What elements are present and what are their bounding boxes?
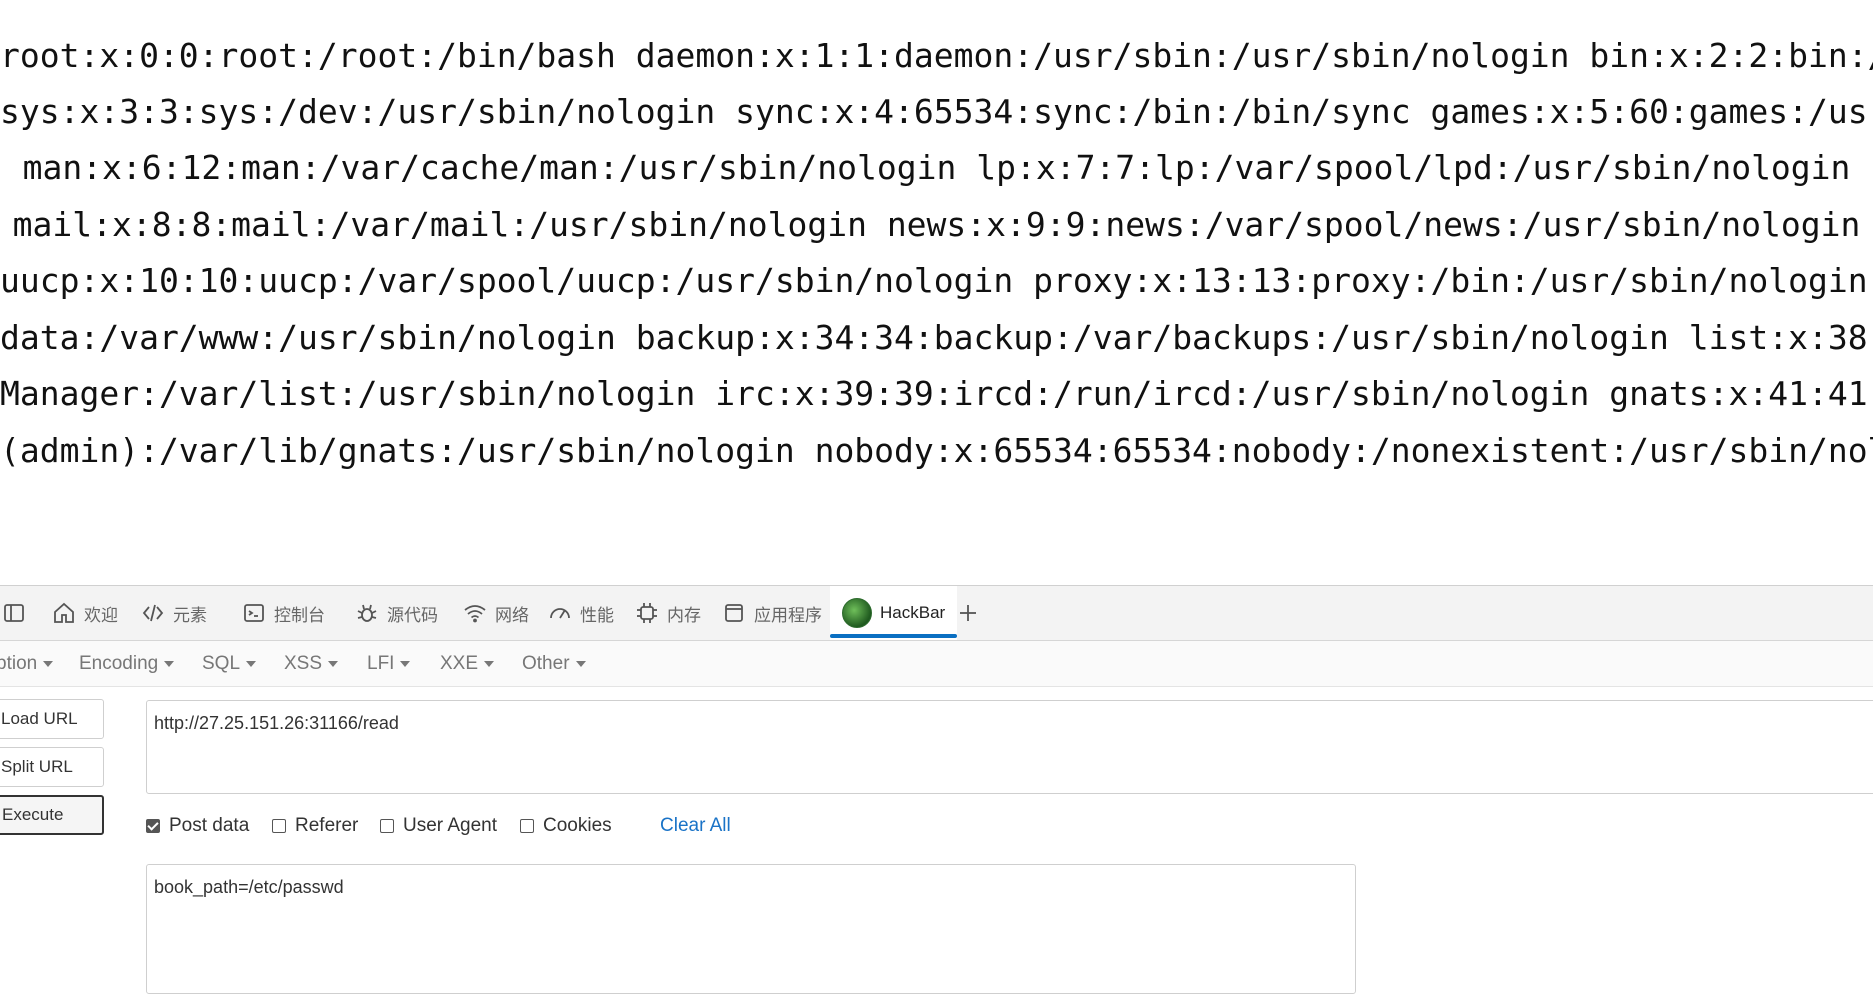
checkbox-label: User Agent — [403, 815, 497, 836]
hackbar-menubar: ption Encoding SQL XSS LFI XXE Other — [0, 641, 1873, 687]
passwd-line: (admin):/var/lib/gnats:/usr/sbin/nologin… — [0, 431, 1873, 470]
tab-console[interactable]: 控制台 — [242, 586, 325, 640]
checkbox-label: Post data — [169, 815, 250, 836]
tab-performance[interactable]: 性能 — [548, 586, 614, 640]
menu-sql[interactable]: SQL — [202, 641, 257, 686]
code-icon — [142, 604, 164, 622]
tab-label: 网络 — [495, 605, 529, 625]
passwd-line: root:x:0:0:root:/root:/bin/bash daemon:x… — [0, 36, 1873, 75]
tab-label: 欢迎 — [84, 605, 118, 625]
tab-elements[interactable]: 元素 — [141, 586, 207, 640]
chevron-down-icon — [328, 660, 339, 667]
bug-icon — [357, 604, 377, 622]
console-icon — [244, 604, 264, 622]
checkbox-label: Referer — [295, 815, 359, 836]
tab-welcome[interactable]: 欢迎 — [52, 586, 118, 640]
hackbar-logo-icon — [842, 598, 872, 628]
tab-hackbar[interactable]: HackBar — [830, 586, 958, 640]
checkbox-unchecked-icon — [272, 819, 286, 833]
passwd-line: man:x:6:12:man:/var/cache/man:/usr/sbin/… — [22, 148, 1851, 187]
checkbox-unchecked-icon — [380, 819, 394, 833]
tab-label: 内存 — [667, 605, 701, 625]
chip-icon — [637, 603, 657, 623]
passwd-line: mail:x:8:8:mail:/var/mail:/usr/sbin/nolo… — [12, 205, 1861, 244]
chevron-down-icon — [400, 660, 411, 667]
checkbox-checked-icon — [146, 819, 160, 833]
window-icon — [725, 604, 743, 622]
menu-label: Other — [522, 652, 570, 674]
tab-label: 源代码 — [387, 605, 438, 625]
menu-label: XXE — [440, 652, 479, 674]
devtools-tabbar: 欢迎 元素 控制台 源代码 网络 性能 内存 应用程序 — [0, 586, 1873, 641]
chevron-down-icon — [575, 660, 586, 667]
execute-button[interactable]: Execute — [0, 795, 104, 835]
gauge-icon — [550, 608, 570, 619]
menu-label: Encoding — [79, 652, 159, 674]
post-data-checkbox[interactable]: Post data — [146, 815, 249, 837]
tab-sources[interactable]: 源代码 — [355, 586, 438, 640]
user-agent-checkbox[interactable]: User Agent — [380, 815, 497, 837]
tab-label: HackBar — [880, 603, 946, 622]
url-input[interactable]: http://27.25.151.26:31166/read — [146, 700, 1873, 794]
passwd-line: uucp:x:10:10:uucp:/var/spool/uucp:/usr/s… — [0, 261, 1873, 300]
plus-icon — [960, 605, 976, 621]
passwd-line: sys:x:3:3:sys:/dev:/usr/sbin/nologin syn… — [0, 92, 1873, 131]
passwd-line: data:/var/www:/usr/sbin/nologin backup:x… — [0, 318, 1873, 357]
checkbox-label: Cookies — [543, 815, 612, 836]
page-content: root:x:0:0:root:/root:/bin/bash daemon:x… — [0, 36, 1873, 470]
tab-application[interactable]: 应用程序 — [722, 586, 822, 640]
chevron-down-icon — [484, 660, 495, 667]
menu-label: LFI — [367, 652, 395, 674]
tab-label: 元素 — [173, 605, 207, 625]
cookies-checkbox[interactable]: Cookies — [520, 815, 612, 837]
load-url-button[interactable]: Load URL — [0, 699, 104, 739]
tab-network[interactable]: 网络 — [463, 586, 529, 640]
clear-all-link[interactable]: Clear All — [660, 815, 731, 836]
passwd-line: Manager:/var/list:/usr/sbin/nologin irc:… — [0, 374, 1873, 413]
add-tab-button[interactable] — [956, 586, 980, 640]
home-icon — [54, 602, 74, 623]
menu-xss[interactable]: XSS — [284, 641, 339, 686]
checkbox-unchecked-icon — [520, 819, 534, 833]
wifi-icon — [464, 605, 486, 623]
menu-label: XSS — [284, 652, 323, 674]
dock-toggle-icon[interactable] — [2, 586, 26, 640]
menu-label: ption — [0, 652, 38, 674]
menu-encoding[interactable]: Encoding — [79, 641, 175, 686]
tab-label: 性能 — [580, 605, 614, 625]
referer-checkbox[interactable]: Referer — [272, 815, 358, 837]
tab-label: 控制台 — [274, 605, 325, 625]
menu-xxe[interactable]: XXE — [440, 641, 495, 686]
menu-lfi[interactable]: LFI — [367, 641, 411, 686]
split-url-button[interactable]: Split URL — [0, 747, 104, 787]
menu-other[interactable]: Other — [522, 641, 586, 686]
post-data-input[interactable]: book_path=/etc/passwd — [146, 864, 1356, 994]
chevron-down-icon — [164, 660, 175, 667]
tab-label: 应用程序 — [754, 605, 822, 625]
menu-option[interactable]: ption — [0, 641, 54, 686]
menu-label: SQL — [202, 652, 241, 674]
chevron-down-icon — [43, 660, 54, 667]
tab-memory[interactable]: 内存 — [635, 586, 701, 640]
chevron-down-icon — [246, 660, 257, 667]
